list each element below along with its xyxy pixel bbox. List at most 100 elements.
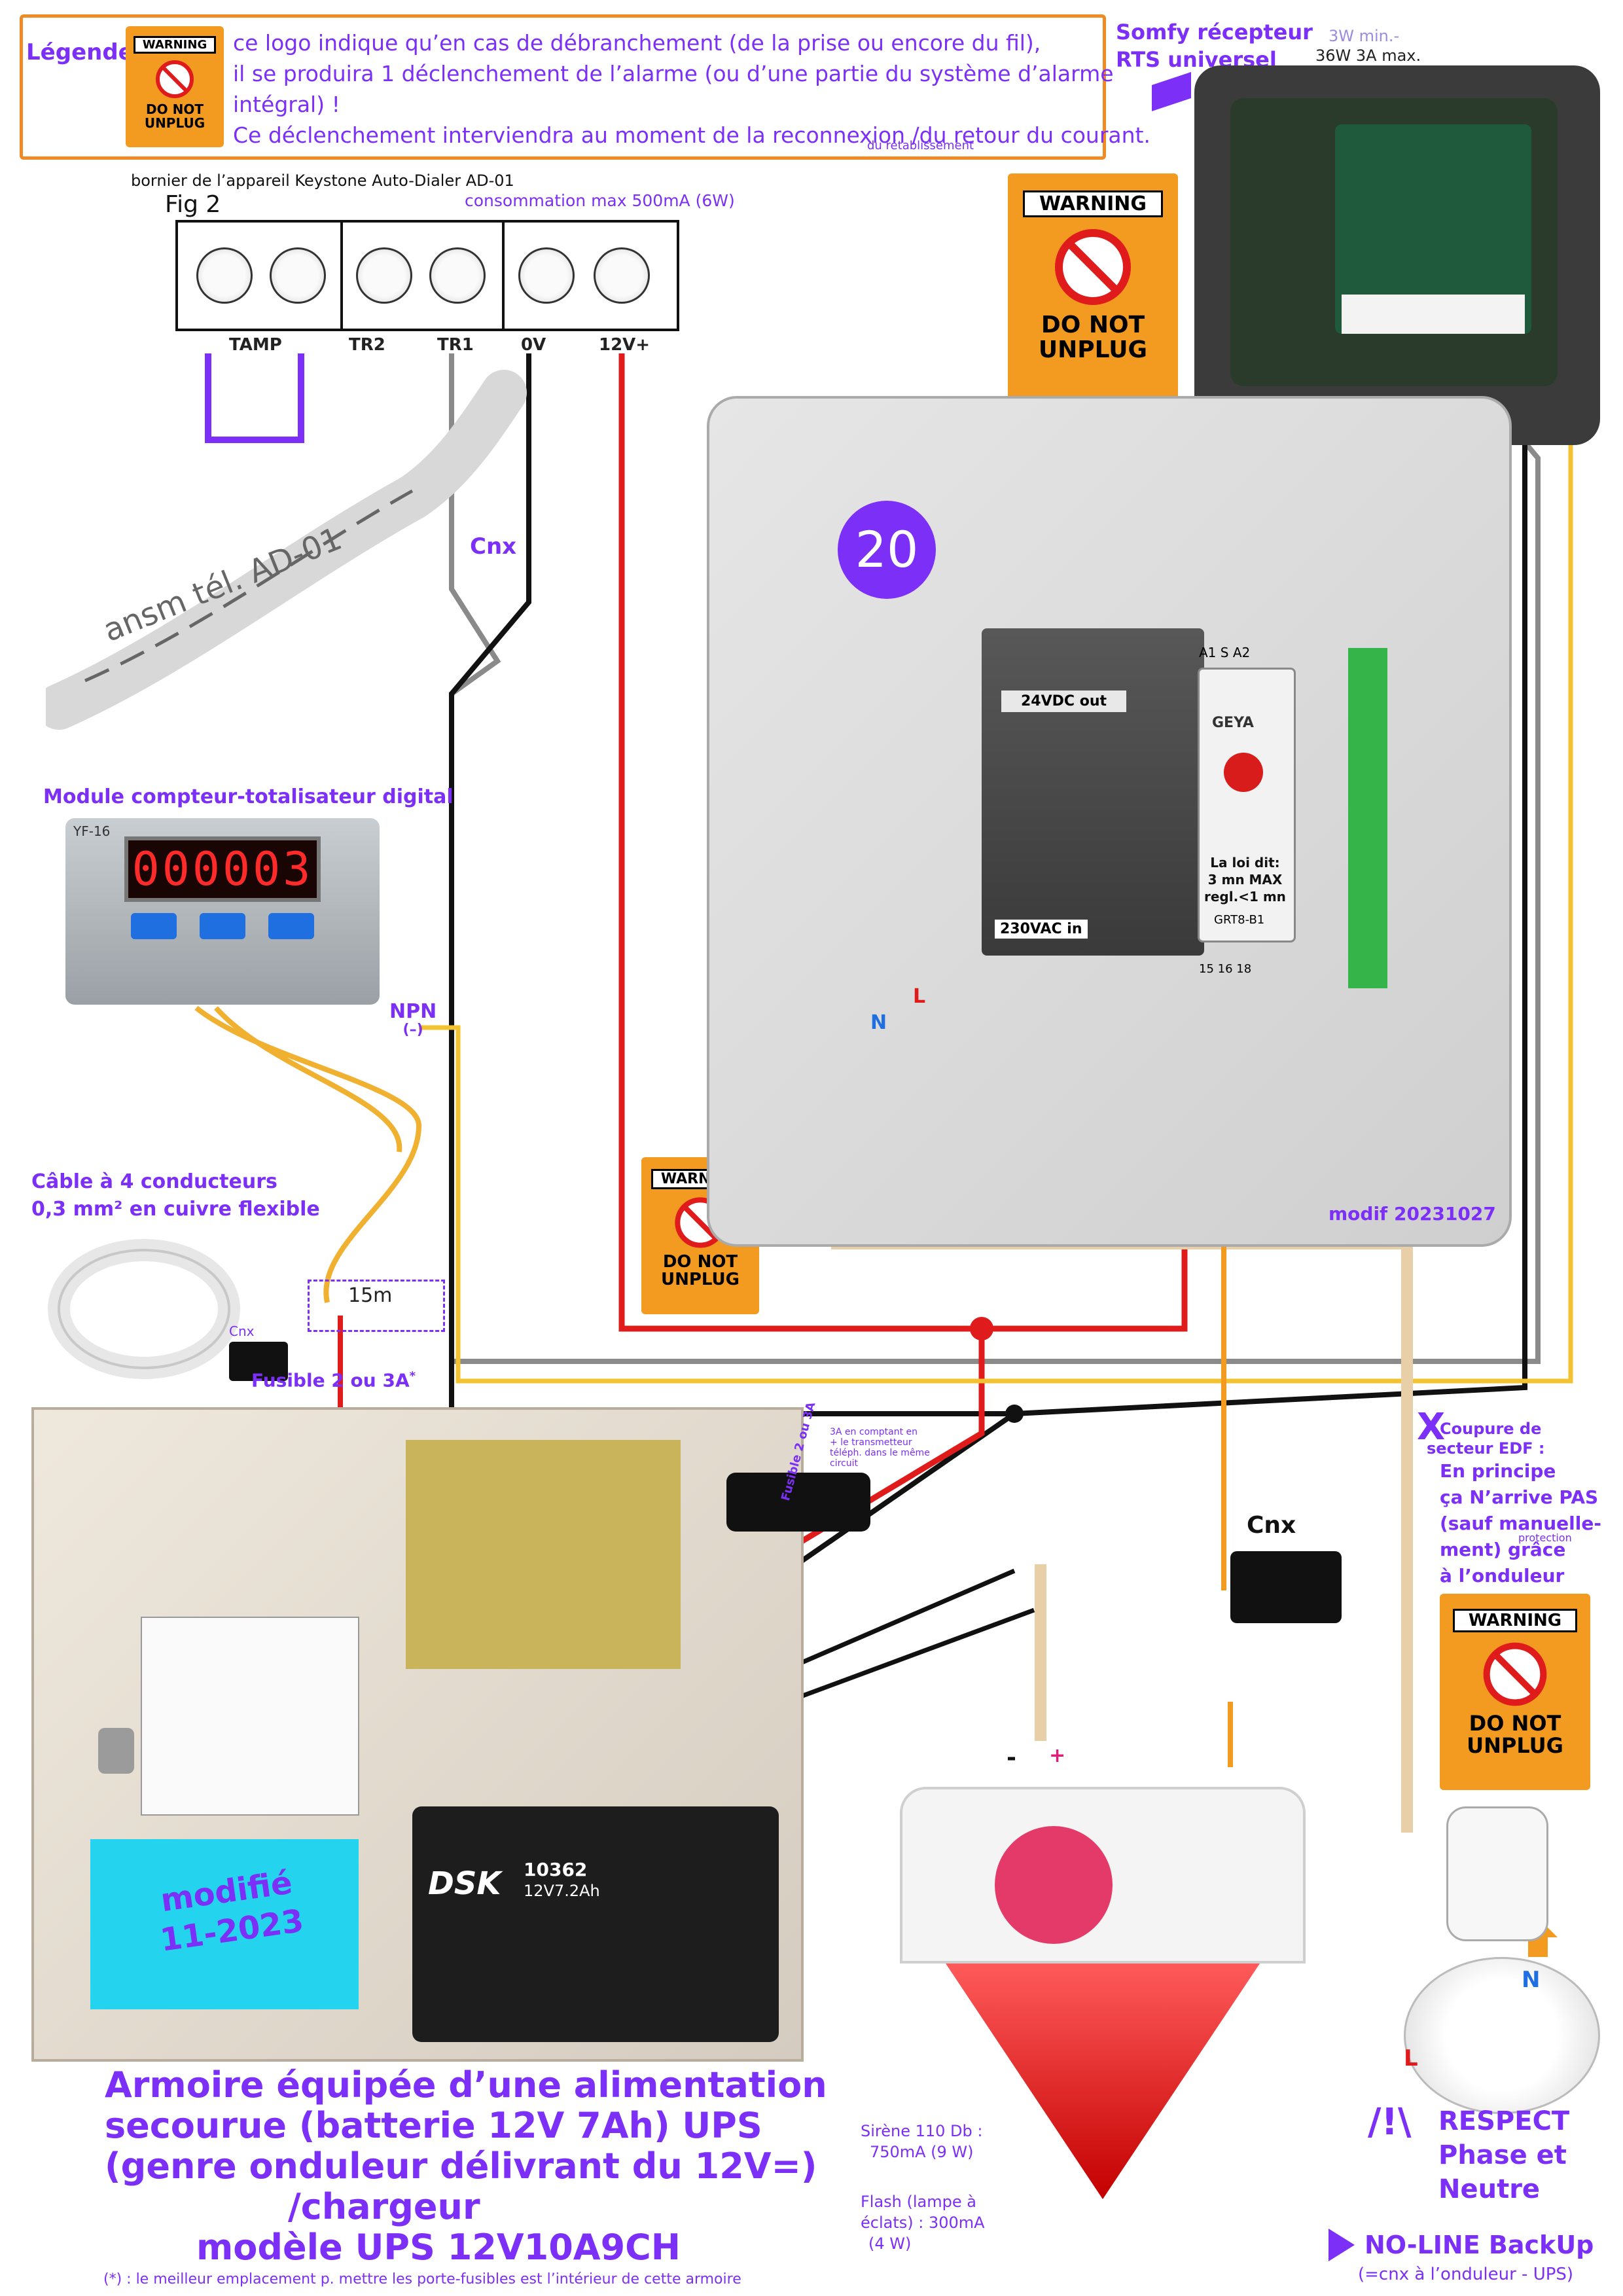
timer-dial [1224, 753, 1263, 792]
cutoff-mark: X [1417, 1406, 1446, 1448]
battery-model: 10362 [524, 1859, 588, 1880]
ups-fuse-note-line: téléph. dans le même [830, 1448, 930, 1458]
cable-fuse-mark: * [409, 1369, 416, 1383]
siren-plus: + [1049, 1744, 1066, 1767]
siren-spec-line: Sirène 110 Db : [861, 2122, 983, 2140]
warning-header: WARNING [134, 36, 216, 54]
cutoff-line: ça N’arrive PAS [1440, 1486, 1599, 1508]
cutoff-note: Coupure de secteur EDF : En principe ça … [1427, 1419, 1601, 1589]
ups-fuse-note-line: + le transmetteur [830, 1437, 912, 1448]
somfy-arrow [1152, 72, 1191, 111]
legend-line: intégral) ! [233, 92, 340, 117]
timer-law: La loi dit: 3 mn MAX regl.<1 mn [1204, 854, 1286, 905]
ups-fuse-note-line: circuit [830, 1458, 858, 1469]
warning-line2: UNPLUG [1038, 336, 1148, 363]
psu-24vdc [982, 628, 1204, 956]
ups-caption-line: (genre onduleur délivrant du 12V=) [105, 2145, 817, 2187]
legend-lines: ce logo indique qu’en cas de débrancheme… [233, 27, 1150, 151]
cutoff-line: secteur EDF : [1427, 1439, 1545, 1458]
somfy-power: 3W min.- 36W 3A max. [1315, 26, 1421, 65]
terminal-strip [175, 220, 679, 331]
respect-line: Phase et [1438, 2140, 1567, 2170]
ups-caption-line: Armoire équipée d’une alimentation [105, 2064, 827, 2106]
screw-icon [270, 247, 326, 304]
fig-label: Fig 2 [165, 191, 221, 218]
psu-out-label: 24VDC out [1001, 691, 1127, 712]
cable-cnx: Cnx [229, 1323, 255, 1339]
law-line: La loi dit: [1210, 855, 1280, 870]
counter-button [131, 913, 177, 939]
ups-fuse-note: 3A en comptant en + le transmetteur télé… [830, 1427, 930, 1469]
cable-fuse-label: Fusible 2 ou 3A [251, 1369, 410, 1391]
siren-cnx: Cnx [1247, 1512, 1296, 1539]
flash-spec: Flash (lampe à éclats) : 300mA (4 W) [861, 2191, 985, 2254]
cable-length: 15m [348, 1284, 393, 1307]
counter-model: YF-16 [73, 823, 111, 839]
timer-relay [1198, 668, 1296, 942]
phone-cable-photo [46, 370, 527, 730]
battery-spec: 12V7.2Ah [524, 1882, 600, 1900]
black-wire-0v [449, 353, 1527, 1652]
n-label: N [870, 1011, 887, 1034]
no-unplug-icon [1483, 1642, 1547, 1706]
enclosure-terminals-top: A1 S A2 [1199, 645, 1251, 660]
terminal-label-tr1: TR1 [437, 335, 474, 355]
warning-line1: DO NOT [146, 101, 204, 117]
enclosure-number: 20 [855, 520, 919, 579]
socket-photo [1404, 1957, 1600, 2114]
siren-body [900, 1787, 1306, 1964]
cable-length-box [308, 1280, 445, 1332]
npn-label: NPN (–) [389, 1000, 437, 1039]
somfy-power-max: 36W 3A max. [1315, 46, 1421, 65]
autodialer-consumption: consommation max 500mA (6W) [465, 191, 735, 210]
respect-line: RESPECT [1438, 2106, 1570, 2136]
plug-l: L [1404, 2045, 1418, 2072]
counter-button [268, 913, 314, 939]
terminal-label-tr2: TR2 [349, 335, 385, 355]
siren-spec-line: 750mA (9 W) [869, 2143, 974, 2161]
cutoff-line: à l’onduleur [1440, 1565, 1565, 1587]
ups-board [406, 1440, 681, 1669]
black-junction [1005, 1405, 1024, 1423]
warning-header: WARNING [1023, 190, 1163, 217]
counter-cable-wires [194, 1005, 422, 1303]
npn-sub: (–) [402, 1022, 423, 1038]
timer-model: GRT8-B1 [1214, 913, 1265, 927]
siren-logo-icon [995, 1826, 1113, 1944]
terminal-block-icon [229, 1342, 288, 1381]
warning-line2: UNPLUG [144, 115, 205, 131]
cutoff-line: Coupure de [1440, 1420, 1542, 1438]
counter-button [200, 913, 245, 939]
ups-footnote: (*) : le meilleur emplacement p. mettre … [103, 2271, 741, 2287]
respect-mark: /!\ [1368, 2101, 1412, 2144]
enclosure-terminals-bottom: 15 16 18 [1199, 962, 1252, 976]
strip-divider [340, 223, 343, 329]
ups-caption: Armoire équipée d’une alimentation secou… [105, 2065, 827, 2268]
enclosure-number-badge: 20 [838, 501, 936, 599]
warning-line1: DO NOT [662, 1251, 738, 1272]
siren-spec: Sirène 110 Db : 750mA (9 W) [861, 2121, 982, 2162]
siren-terminal-block [1230, 1551, 1342, 1623]
battery-brand: DSK [428, 1865, 501, 1902]
modif-date: modif 20231027 [1329, 1203, 1496, 1225]
somfy-title-line: Somfy récepteur [1116, 20, 1313, 45]
npn-text: NPN [389, 1000, 437, 1023]
terminal-label-0v: 0V [521, 335, 546, 355]
strip-divider [502, 223, 505, 329]
psu-in-label: 230VAC in [995, 920, 1088, 939]
screw-icon [196, 247, 253, 304]
legend-small-note: du rétablissement [867, 139, 974, 152]
plug-n: N [1522, 1967, 1541, 1993]
ups-caption-line: /chargeur [288, 2186, 480, 2227]
flash-spec-line: éclats) : 300mA [861, 2214, 985, 2232]
cable-description: Câble à 4 conducteurs 0,3 mm² en cuivre … [31, 1168, 320, 1223]
respect-line: Neutre [1438, 2174, 1541, 2204]
warning-line1: DO NOT [1041, 311, 1145, 338]
cable-fuse: Fusible 2 ou 3A* [251, 1369, 416, 1391]
noline-sub: (=cnx à l’onduleur - UPS) [1358, 2265, 1574, 2284]
law-line: 3 mn MAX [1207, 872, 1283, 888]
warning-line1: DO NOT [1469, 1710, 1561, 1736]
